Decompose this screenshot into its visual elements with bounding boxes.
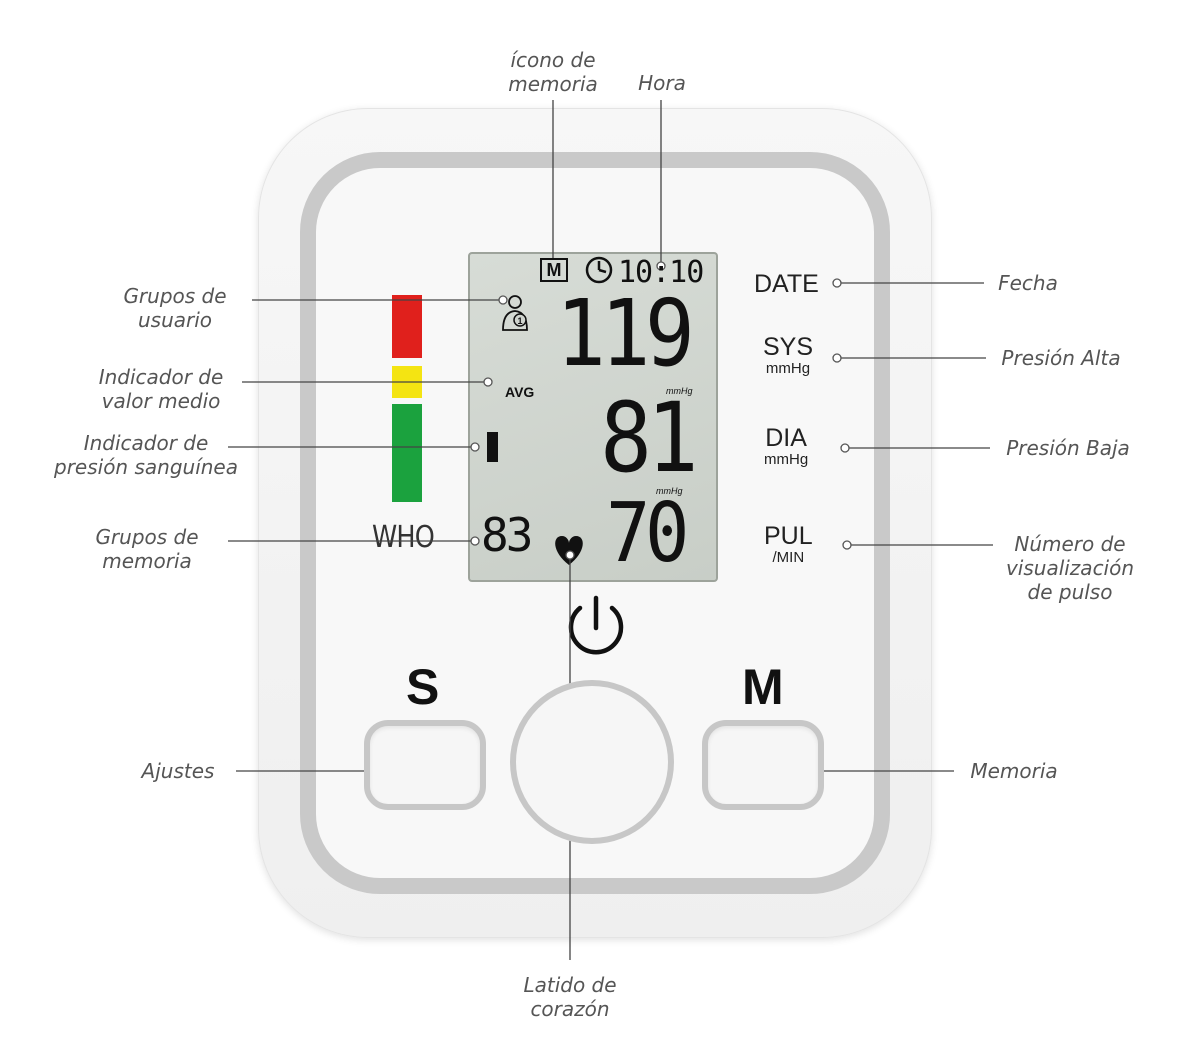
date-label: DATE <box>754 270 819 299</box>
annotation-memory-groups: Grupos de memoria <box>95 525 199 573</box>
settings-button[interactable] <box>364 720 486 810</box>
memory-button[interactable] <box>702 720 824 810</box>
annotation-pulse-display: Número de visualización de pulso <box>1005 532 1135 604</box>
lcd-unit-dia: mmHg <box>656 486 683 496</box>
annotation-avg-indicator: Indicador de valor medio <box>98 365 224 413</box>
annotation-pressure-indicator: Indicador de presión sanguínea <box>54 431 238 479</box>
memory-icon: M <box>540 258 568 282</box>
sys-label-text: SYS <box>763 333 814 361</box>
who-scale-yellow <box>392 366 422 398</box>
m-button-label: M <box>742 659 784 715</box>
annotation-low-pressure: Presión Baja <box>1006 436 1130 460</box>
annotation-date: Fecha <box>998 271 1058 295</box>
lcd-unit-sys: mmHg <box>666 386 693 396</box>
annotation-heartbeat: Latido de corazón <box>523 973 617 1021</box>
start-button[interactable] <box>510 680 674 844</box>
annotation-user-groups: Grupos de usuario <box>123 284 227 332</box>
who-scale-green <box>392 404 422 502</box>
lcd-pulse: 70 <box>606 486 689 581</box>
lcd-diastolic: 81 <box>600 382 699 494</box>
pul-unit-text: /MIN <box>772 549 805 566</box>
annotation-time: Hora <box>638 71 686 95</box>
pul-label-text: PUL <box>764 522 813 550</box>
dia-label: DIA mmHg <box>764 424 808 468</box>
lcd-systolic: 119 <box>556 280 695 387</box>
pressure-indicator-bar <box>487 432 498 462</box>
annotation-memory: Memoria <box>970 759 1058 783</box>
date-label-text: DATE <box>754 270 819 298</box>
pul-label: PUL /MIN <box>764 522 813 566</box>
lcd-memory-number: 83 <box>481 508 533 562</box>
sys-unit-text: mmHg <box>765 360 811 377</box>
s-button-label: S <box>406 659 440 715</box>
dia-label-text: DIA <box>765 424 807 452</box>
who-label: WHO <box>372 520 435 555</box>
who-scale-red <box>392 295 422 358</box>
lcd-avg: AVG <box>505 384 535 400</box>
lcd-time: 10:10 <box>618 255 704 290</box>
annotation-settings: Ajustes <box>141 759 215 783</box>
annotation-memory-icon: ícono de memoria <box>508 48 598 96</box>
annotation-high-pressure: Presión Alta <box>1001 346 1121 370</box>
sys-label: SYS mmHg <box>763 333 813 377</box>
dia-unit-text: mmHg <box>764 451 809 468</box>
